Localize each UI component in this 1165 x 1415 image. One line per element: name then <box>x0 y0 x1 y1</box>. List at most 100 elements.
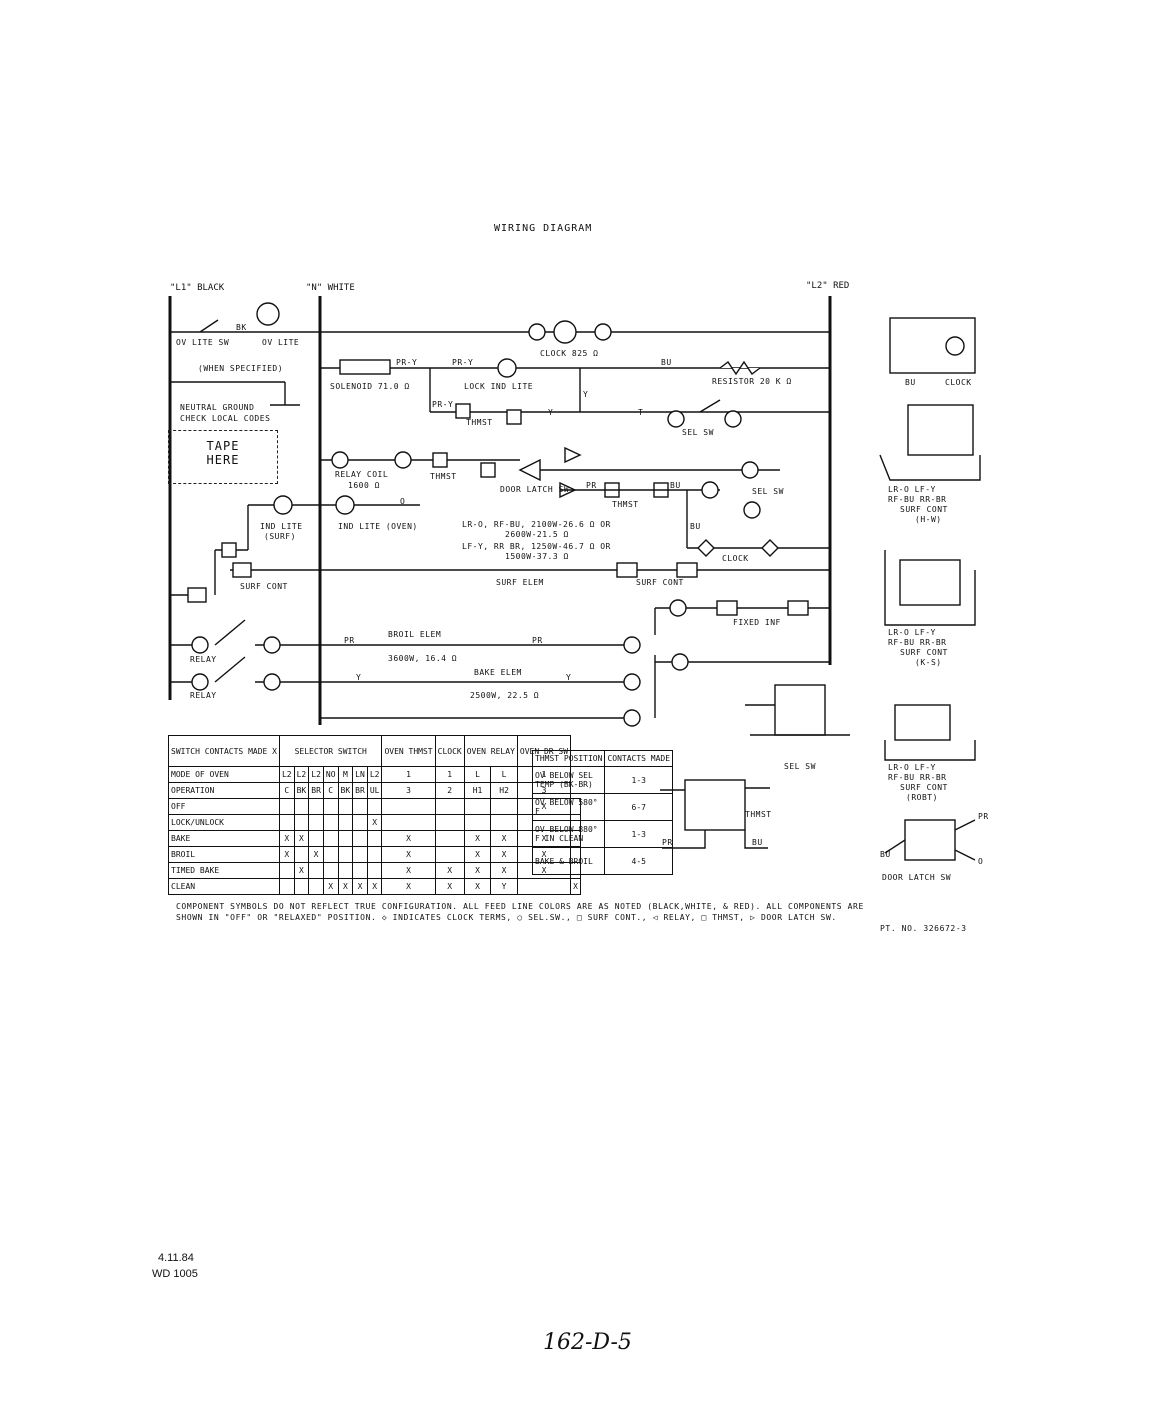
contact-cell <box>293 798 310 815</box>
thmst-table-row: OV BELOW SEL TEMP (BK-BR)1-3 <box>531 766 674 794</box>
sel-sw-label-1: SEL SW <box>682 428 714 437</box>
contact-cell <box>278 862 295 879</box>
bu-wire-3: BU <box>690 522 701 531</box>
clock-label-2: CLOCK <box>722 554 749 563</box>
terms-cell: C <box>322 782 339 799</box>
terms-cell: NO <box>322 766 339 783</box>
bus-label-l2: "L2" RED <box>806 281 850 291</box>
terms-cell: M <box>337 766 354 783</box>
relay-label-2: RELAY <box>190 691 217 700</box>
bus-label-l1: "L1" BLACK <box>170 283 225 293</box>
surf-cont-label-1: SURF CONT <box>240 582 288 591</box>
bu-wire-1: BU <box>661 358 672 367</box>
contact-cell <box>381 798 436 815</box>
pr-y-wire-2: PR-Y <box>452 358 474 367</box>
contact-cell <box>490 798 518 815</box>
contact-cell <box>381 814 436 831</box>
terms-cell: BK <box>293 782 310 799</box>
contact-cell <box>434 846 465 863</box>
contact-cell <box>322 846 339 863</box>
y-wire-2: Y <box>548 408 554 417</box>
y-wire-4: Y <box>566 673 572 682</box>
surf-c-1: LR-O LF-Y <box>888 763 936 772</box>
contact-cell <box>337 830 354 847</box>
thmst-table-header: THMST POSITION <box>531 750 606 767</box>
relay-ohm-label: 1600 Ω <box>348 481 380 490</box>
contact-cell <box>352 862 368 879</box>
terms-cell: 3 <box>381 782 436 799</box>
contact-cell <box>322 798 339 815</box>
ind-lite-surf-label-1: IND LITE <box>260 522 303 531</box>
contact-cell <box>434 830 465 847</box>
terms-cell: 1 <box>381 766 436 783</box>
surf-spec-4: 1500W-37.3 Ω <box>505 552 569 561</box>
thmst-position-table: THMST POSITION CONTACTS MADE OV BELOW SE… <box>531 750 674 875</box>
thmst-position-cell: BAKE & BROIL <box>531 847 606 875</box>
terms-cell: 2 <box>434 782 465 799</box>
bu-wire-2: BU <box>670 481 681 490</box>
terms-cell: L2 <box>308 766 324 783</box>
contact-cell <box>366 798 383 815</box>
bu-wire-4: BU <box>880 850 891 859</box>
switch-table-header: OVEN THMST <box>381 735 436 767</box>
terms-cell: BR <box>308 782 324 799</box>
contact-cell <box>352 814 368 831</box>
contact-cell <box>278 798 295 815</box>
contact-cell <box>434 798 465 815</box>
bu-wire-5: BU <box>752 838 763 847</box>
contact-cell <box>352 846 368 863</box>
surf-b-3: SURF CONT <box>900 648 948 657</box>
ind-lite-surf-label-2: (SURF) <box>264 532 296 541</box>
bus-label-n: "N" WHITE <box>306 283 355 293</box>
bu-right-label: BU <box>905 378 916 387</box>
pr-wire-3: PR <box>532 636 543 645</box>
contact-cell: X <box>366 878 383 895</box>
contact-cell <box>366 830 383 847</box>
surf-spec-3: LF-Y, RR BR, 1250W-46.7 Ω OR <box>462 542 611 551</box>
surf-b-1: LR-O LF-Y <box>888 628 936 637</box>
contact-cell: X <box>463 878 492 895</box>
door-latch-sw-label: DOOR LATCH SW <box>500 485 570 494</box>
contact-cell <box>293 846 310 863</box>
contact-cell: X <box>337 878 354 895</box>
t-wire: T <box>638 408 644 417</box>
bake-spec-label: 2500W, 22.5 Ω <box>470 691 540 700</box>
tape-here-box: TAPE HERE <box>168 430 278 484</box>
switch-table-header: SWITCH CONTACTS MADE X <box>168 735 280 767</box>
terms-cell: LN <box>352 766 368 783</box>
mode-cell: BAKE <box>168 830 280 847</box>
mode-cell: BROIL <box>168 846 280 863</box>
contact-cell: X <box>463 830 492 847</box>
contact-cell <box>308 798 324 815</box>
pr-wire-1: PR <box>586 481 597 490</box>
y-wire-3: Y <box>356 673 362 682</box>
surf-spec-2: 2600W-21.5 Ω <box>505 530 569 539</box>
surf-a-1: LR-O LF-Y <box>888 485 936 494</box>
footer-code: WD 1005 <box>152 1268 198 1280</box>
tape-text: TAPE <box>206 439 240 453</box>
check-codes-label: CHECK LOCAL CODES <box>180 414 271 423</box>
mode-cell: TIMED BAKE <box>168 862 280 879</box>
terms-cell: MODE OF OVEN <box>168 766 280 783</box>
contact-cell <box>516 878 572 895</box>
contact-cell: X <box>490 862 518 879</box>
thmst-position-cell: OV BELOW 580° F <box>531 793 606 821</box>
contact-cell: X <box>366 814 383 831</box>
clock-825-label: CLOCK 825 Ω <box>540 349 599 358</box>
switch-table-header: OVEN RELAY <box>463 735 518 767</box>
terms-cell: L <box>490 766 518 783</box>
contact-cell: X <box>490 846 518 863</box>
when-specified-label: (WHEN SPECIFIED) <box>198 364 284 373</box>
contact-cell <box>293 814 310 831</box>
surf-a-2: RF-BU RR-BR <box>888 495 947 504</box>
contact-cell: X <box>278 846 295 863</box>
contact-cell: X <box>308 846 324 863</box>
surf-a-4: (H-W) <box>915 515 942 524</box>
